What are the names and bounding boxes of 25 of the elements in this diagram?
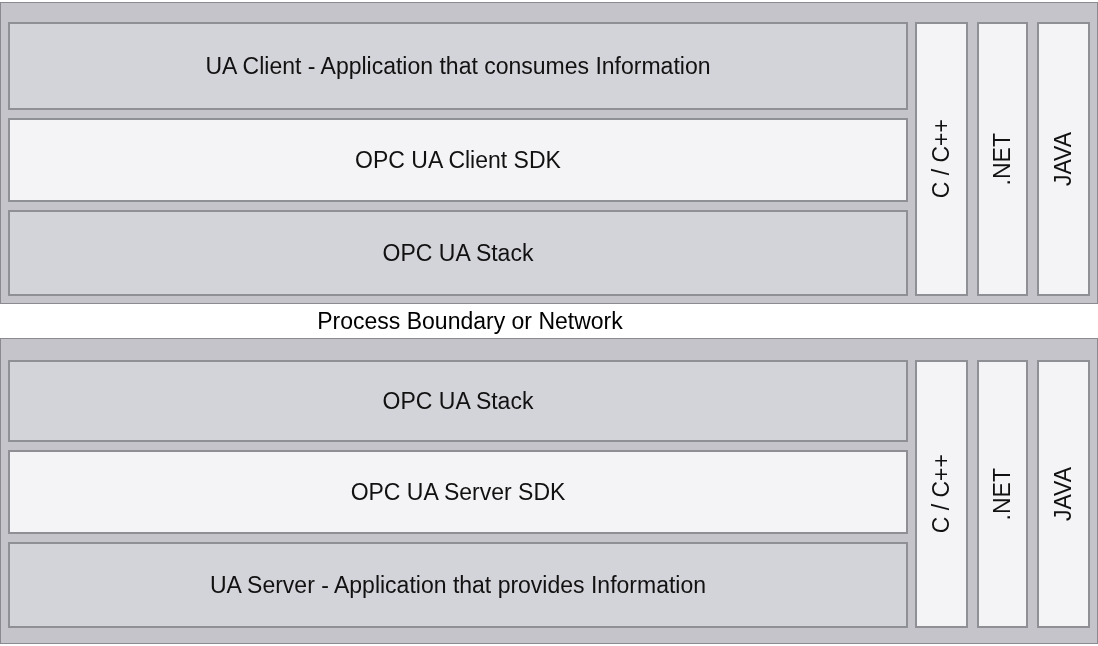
layer-label: UA Client - Application that consumes Information [205, 52, 711, 80]
language-column [977, 360, 1028, 628]
language-label: JAVA [1050, 466, 1077, 522]
language-label: C / C++ [928, 119, 955, 199]
layer-label: OPC UA Stack [382, 387, 534, 415]
layer-box [8, 118, 908, 202]
language-label: .NET [989, 467, 1016, 521]
layer-box [8, 210, 908, 296]
layer-box [8, 22, 908, 110]
layer-box [8, 360, 908, 442]
layer-label: OPC UA Client SDK [355, 146, 561, 174]
language-column [915, 22, 968, 296]
layer-label: UA Server - Application that provides Information [210, 571, 706, 599]
boundary-label: Process Boundary or Network [316, 307, 624, 336]
language-column [1037, 360, 1090, 628]
layer-label: OPC UA Server SDK [350, 478, 566, 506]
language-label: JAVA [1050, 131, 1077, 187]
layer-box [8, 542, 908, 628]
language-column [915, 360, 968, 628]
language-column [1037, 22, 1090, 296]
language-label: .NET [989, 132, 1016, 186]
language-label: C / C++ [928, 454, 955, 534]
layer-label: OPC UA Stack [382, 239, 534, 267]
layer-box [8, 450, 908, 534]
language-column [977, 22, 1028, 296]
